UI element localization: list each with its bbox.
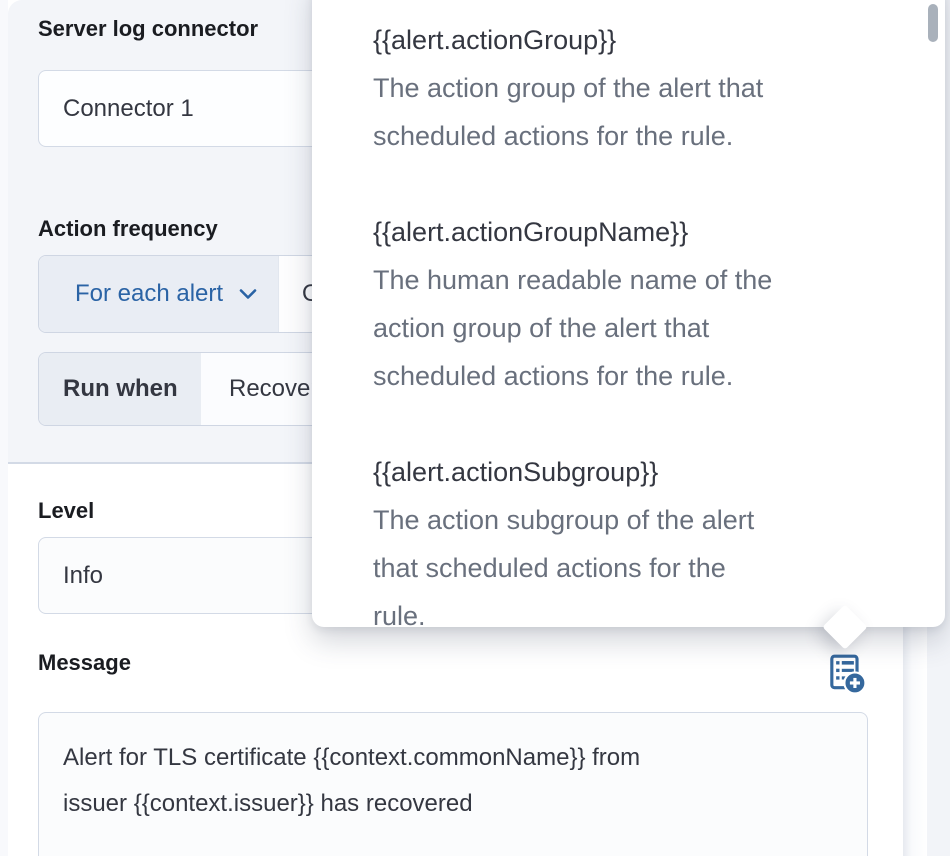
variable-description: The action group of the alert that sched… — [373, 73, 764, 151]
variable-name: {{alert.actionGroup}} — [373, 25, 617, 55]
variable-option-action-subgroup[interactable]: {{alert.actionSubgroup}} The action subg… — [373, 448, 897, 627]
notify-for-each-alert-button[interactable]: For each alert — [39, 256, 278, 332]
variable-option-action-group[interactable]: {{alert.actionGroup}} The action group o… — [373, 16, 897, 160]
variable-name: {{alert.actionGroupName}} — [373, 217, 689, 247]
variable-description: The human readable name of the action gr… — [373, 265, 773, 391]
variable-option-action-group-name[interactable]: {{alert.actionGroupName}} The human read… — [373, 208, 897, 400]
action-frequency-label: Action frequency — [38, 216, 218, 241]
message-label: Message — [38, 650, 131, 675]
run-when-label: Run when — [39, 353, 201, 425]
action-title: Server log connector — [38, 16, 259, 41]
rule-variables-popover: {{alert.actionGroup}} The action group o… — [312, 0, 945, 627]
list-add-icon — [825, 651, 867, 695]
popover-scrollbar-thumb[interactable] — [928, 4, 938, 42]
level-label: Level — [38, 498, 95, 523]
rule-variables-list: {{alert.actionGroup}} The action group o… — [373, 16, 897, 627]
level-select-value: Info — [63, 561, 104, 589]
message-textarea[interactable]: Alert for TLS certificate {{context.comm… — [38, 712, 868, 856]
add-rule-variable-button[interactable] — [820, 646, 872, 700]
chevron-down-icon — [239, 288, 257, 300]
variable-description: The action subgroup of the alert that sc… — [373, 505, 755, 627]
flyout-left-edge — [0, 0, 8, 856]
variable-name: {{alert.actionSubgroup}} — [373, 457, 659, 487]
connector-select-value: Connector 1 — [63, 94, 194, 122]
notify-for-each-alert-value: For each alert — [75, 280, 224, 307]
